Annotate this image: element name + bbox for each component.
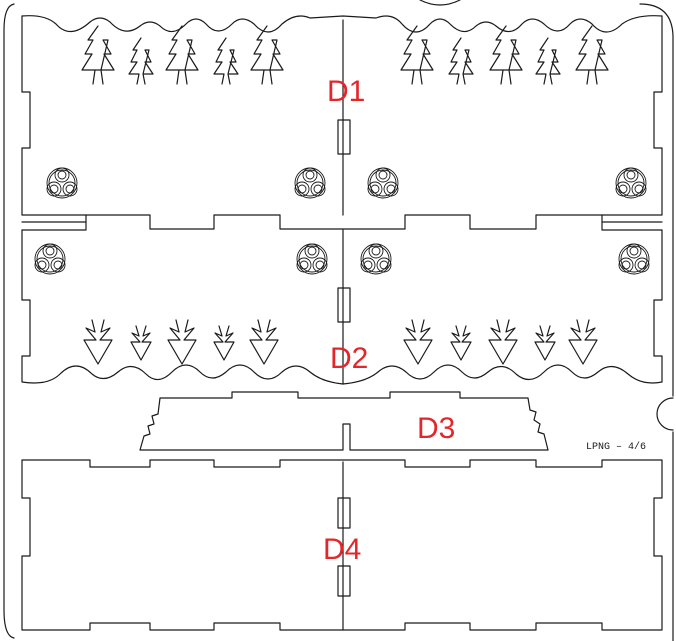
- part-label-d2: D2: [330, 342, 368, 375]
- part-label-d1: D1: [327, 75, 365, 108]
- sheet-border: [3, 0, 674, 641]
- part-label-d3: D3: [417, 412, 455, 445]
- part-d1: D1: [21, 15, 663, 230]
- part-d3: D3: [139, 391, 549, 451]
- part-label-d4: D4: [323, 533, 361, 566]
- part-d4: D4: [21, 459, 663, 631]
- sheet-reference: LPNG – 4/6: [586, 441, 646, 453]
- part-d2: D2: [21, 221, 663, 385]
